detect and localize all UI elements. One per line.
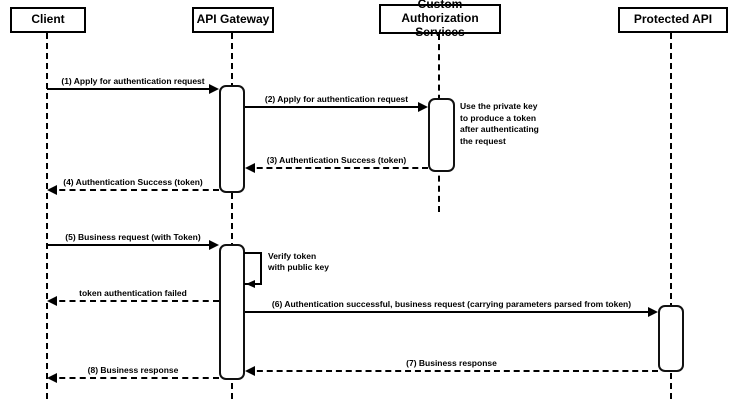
message-label: (5) Business request (with Token) — [65, 232, 201, 242]
actor-box-custom-authorization: Custom Authorization Services — [379, 0, 501, 39]
arrowhead-icon — [246, 280, 255, 288]
activation-bar-auth — [428, 98, 455, 172]
actor-label-api-gateway: API Gateway — [196, 12, 270, 27]
activation-bar-gateway-2 — [219, 244, 245, 380]
actor-box-protected-api: Protected API — [618, 7, 728, 33]
lifeline-client — [46, 33, 48, 399]
actor-label-custom-authorization: Custom Authorization Services — [401, 0, 479, 39]
lifeline-protected-api — [670, 33, 672, 399]
message-label: (4) Authentication Success (token) — [63, 177, 203, 187]
arrowhead-icon — [47, 296, 57, 306]
arrowhead-icon — [648, 307, 658, 317]
lifeline-api-gateway — [231, 33, 233, 399]
actor-box-api-gateway: API Gateway — [192, 7, 274, 33]
arrowhead-icon — [245, 163, 255, 173]
message-label: (3) Authentication Success (token) — [266, 155, 407, 165]
message-label: (6) Authentication successful, business … — [271, 299, 632, 309]
arrowhead-icon — [209, 240, 219, 250]
message-label: (2) Apply for authentication request — [264, 94, 409, 104]
message-label: token authentication failed — [79, 288, 187, 298]
arrowhead-icon — [209, 84, 219, 94]
message-label: (8) Business response — [87, 365, 179, 375]
message-line — [49, 300, 219, 302]
message-label: (1) Apply for authentication request — [61, 76, 205, 86]
actor-box-client: Client — [10, 7, 86, 33]
activation-bar-protected — [658, 305, 684, 372]
actor-label-protected-api: Protected API — [633, 12, 713, 27]
note-text: Use the private key to produce a token a… — [460, 101, 539, 146]
message-line — [49, 189, 219, 191]
message-line — [247, 370, 658, 372]
message-line — [49, 377, 219, 379]
arrowhead-icon — [47, 373, 57, 383]
activation-bar-gateway-1 — [219, 85, 245, 193]
arrowhead-icon — [418, 102, 428, 112]
message-line — [245, 106, 426, 108]
arrowhead-icon — [245, 366, 255, 376]
message-line — [47, 244, 217, 246]
message-line — [247, 167, 428, 169]
message-label: (7) Business response — [406, 358, 497, 368]
arrowhead-icon — [47, 185, 57, 195]
message-line — [47, 88, 217, 90]
actor-label-client: Client — [31, 12, 65, 27]
self-message-label: Verify token with public key — [268, 251, 329, 272]
message-line — [245, 311, 656, 313]
